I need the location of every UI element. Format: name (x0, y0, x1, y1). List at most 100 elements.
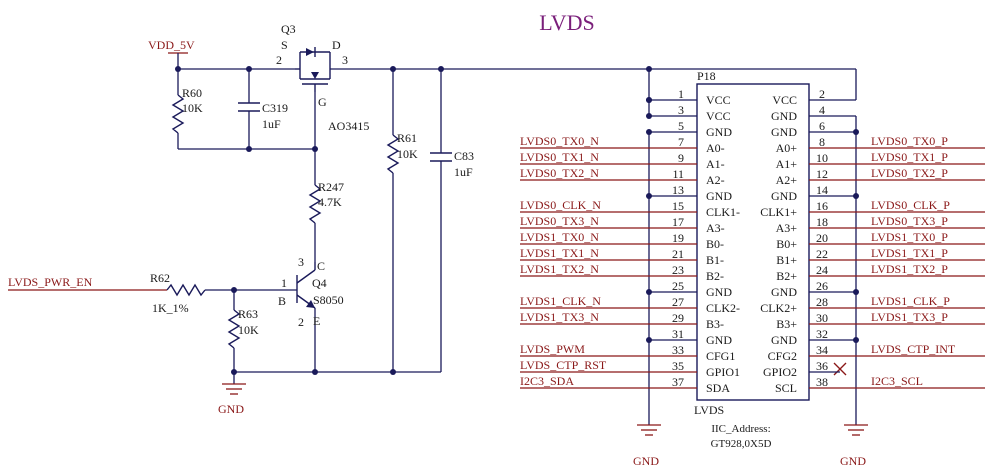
r247-value: 4.7K (318, 195, 342, 209)
q3-pin-s: S (281, 38, 288, 52)
net-label-left: LVDS0_TX3_N (520, 214, 599, 228)
pin-number-right: 16 (816, 199, 828, 213)
c83-value: 1uF (454, 165, 473, 179)
pin-number-left: 31 (672, 327, 684, 341)
net-label-right: LVDS0_TX1_P (871, 150, 948, 164)
junction (853, 337, 859, 343)
mosfet-q3 (295, 47, 331, 92)
junction (853, 289, 859, 295)
junction (175, 66, 181, 72)
pin-number-right: 38 (816, 375, 828, 389)
pin-name-left: GPIO1 (706, 365, 740, 379)
junction (390, 66, 396, 72)
junction (231, 369, 237, 375)
pin-number-left: 9 (678, 151, 684, 165)
q4-pin-2: 2 (298, 315, 304, 329)
pin-name-left: GND (706, 189, 732, 203)
pin-number-right: 4 (819, 103, 825, 117)
q4-pin-b: B (278, 294, 286, 308)
pin-name-right: GND (771, 109, 797, 123)
junction (646, 97, 652, 103)
pin-number-right: 14 (816, 183, 828, 197)
resistor-r61 (386, 134, 400, 174)
pin-number-right: 6 (819, 119, 825, 133)
gnd-label-left: GND (218, 402, 244, 416)
q3-channel-arrow (311, 72, 319, 79)
r61-value: 10K (397, 147, 418, 161)
pin-number-left: 19 (672, 231, 684, 245)
junction (646, 113, 652, 119)
pin-name-left: VCC (706, 109, 731, 123)
pin-name-right: GPIO2 (763, 365, 797, 379)
pin-number-right: 34 (816, 343, 828, 357)
net-label-left: LVDS1_TX0_N (520, 230, 599, 244)
pin-name-left: B0- (706, 237, 724, 251)
q4-pin-3: 3 (298, 255, 304, 269)
r247-ref: R247 (318, 180, 344, 194)
connector-note-1: IIC_Address: (711, 423, 770, 435)
junction (438, 66, 444, 72)
pin-name-right: B2+ (776, 269, 797, 283)
net-label-right: I2C3_SCL (871, 374, 923, 388)
pin-number-right: 18 (816, 215, 828, 229)
net-label-right: LVDS1_TX0_P (871, 230, 948, 244)
pin-number-left: 35 (672, 359, 684, 373)
pin-name-right: CLK1+ (760, 205, 797, 219)
pin-name-right: GND (771, 125, 797, 139)
pin-number-left: 23 (672, 263, 684, 277)
pin-number-right: 32 (816, 327, 828, 341)
pin-name-right: CFG2 (768, 349, 797, 363)
pin-name-right: A0+ (776, 141, 798, 155)
r62-value: 1K_1% (152, 301, 189, 315)
c319-ref: C319 (262, 101, 288, 115)
q3-pin-g: G (318, 95, 327, 109)
pin-name-left: A3- (706, 221, 725, 235)
pin-number-left: 21 (672, 247, 684, 261)
net-label-left: LVDS0_TX0_N (520, 134, 599, 148)
junction (646, 129, 652, 135)
pin-number-right: 22 (816, 247, 828, 261)
junction (390, 369, 396, 375)
pin-name-right: A3+ (776, 221, 798, 235)
c319-value: 1uF (262, 117, 281, 131)
net-label-left: LVDS1_TX1_N (520, 246, 599, 260)
pin-number-left: 27 (672, 295, 684, 309)
net-label-right: LVDS0_TX3_P (871, 214, 948, 228)
pin-number-left: 15 (672, 199, 684, 213)
r60-value: 10K (182, 101, 203, 115)
pin-name-left: SDA (706, 381, 730, 395)
q3-pin-3: 3 (342, 53, 348, 67)
connector-ref: P18 (697, 69, 716, 83)
resistor-r62 (166, 283, 206, 297)
q4-value: S8050 (313, 293, 344, 307)
pin-name-left: CLK1- (706, 205, 740, 219)
pin-number-right: 26 (816, 279, 828, 293)
resistor-r63 (227, 309, 241, 349)
q3-pin-d: D (332, 38, 341, 52)
pin-name-right: SCL (775, 381, 797, 395)
q4-pin-e: E (313, 314, 320, 328)
pin-number-left: 7 (678, 135, 684, 149)
pin-name-right: GND (771, 285, 797, 299)
r60-ref: R60 (182, 86, 202, 100)
junction (231, 287, 237, 293)
pin-name-right: A1+ (776, 157, 798, 171)
pin-name-right: B0+ (776, 237, 797, 251)
pin-name-left: A1- (706, 157, 725, 171)
pin-number-right: 12 (816, 167, 828, 181)
ground-symbol-left (222, 383, 246, 395)
pwr-en-label: LVDS_PWR_EN (8, 275, 93, 289)
junction (246, 66, 252, 72)
q4-ref: Q4 (312, 276, 327, 290)
net-label-right: LVDS1_TX2_P (871, 262, 948, 276)
power-switch-circuit: VDD_5V Q3 S D 2 3 G AO3415 (8, 22, 856, 416)
q3-pin-2: 2 (276, 53, 282, 67)
gnd-label-connector-right: GND (840, 454, 866, 468)
q4-emitter-arrow (306, 300, 315, 308)
r63-ref: R63 (238, 307, 258, 321)
pin-name-right: VCC (772, 93, 797, 107)
net-label-right: LVDS1_TX3_P (871, 310, 948, 324)
pin-name-right: GND (771, 189, 797, 203)
